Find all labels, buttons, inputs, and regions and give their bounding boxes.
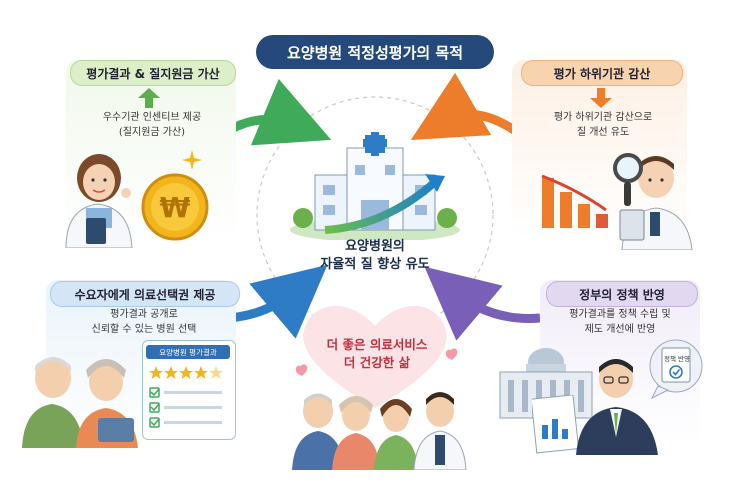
card-policy-header: 정부의 정책 반영	[546, 281, 698, 307]
card-reduction-line2: 질 개선 유도	[576, 127, 630, 138]
heart-icon	[295, 305, 458, 408]
heart-line2: 더 건강한 삶	[343, 355, 411, 370]
card-policy-line2: 제도 개선에 반영	[584, 324, 656, 335]
card-policy-line1: 평가결과를 정책 수립 및	[569, 309, 671, 320]
heart-message: 더 좋은 의료서비스 더 건강한 삶	[318, 336, 436, 372]
center-line2: 자율적 질 향상 유도	[320, 257, 430, 272]
sparkle-icon	[182, 150, 202, 170]
center-label: 요양병원의 자율적 질 향상 유도	[300, 238, 450, 274]
page-title: 요양병원 적정성평가의 목적	[256, 35, 494, 69]
government-building-icon	[499, 348, 593, 419]
doctor-woman-illustration	[65, 154, 133, 248]
star-rating-icon	[149, 366, 223, 379]
evaluation-panel-title: 요양병원 평가결과	[146, 345, 230, 359]
hospital-icon	[290, 132, 460, 240]
card-consumer-header: 수요자에게 의료선택권 제공	[50, 281, 240, 307]
official-man-illustration	[576, 359, 658, 455]
checkbox-icon	[149, 387, 222, 428]
speech-bubble	[649, 339, 703, 400]
won-coin-icon: ₩	[141, 173, 209, 241]
declining-bars-icon	[541, 174, 608, 228]
magnifier-icon	[613, 153, 643, 206]
family-illustration	[292, 392, 467, 470]
center-line1: 요양병원의	[345, 239, 405, 254]
card-incentive-header: 평가결과 & 질지원금 가산	[70, 60, 236, 86]
card-reduction-header: 평가 하위기관 감산	[521, 60, 683, 86]
up-arrow-icon	[138, 88, 160, 108]
card-consumer-line1: 평가결과 공개로	[110, 309, 178, 320]
heart-line1: 더 좋은 의료서비스	[326, 337, 428, 352]
doctor-man-illustration	[619, 156, 693, 250]
card-incentive-line2: (질지원금 가산)	[118, 127, 186, 138]
down-arrow-icon	[590, 88, 612, 108]
card-incentive-line1: 우수기관 인센티브 제공	[102, 112, 202, 123]
card-reduction-line1: 평가 하위기관 감산으로	[553, 112, 653, 123]
policy-bubble-label: 정책 반영	[664, 355, 690, 363]
elderly-couple-illustration	[22, 357, 138, 448]
svg-text:₩: ₩	[160, 191, 191, 224]
arrow-purple	[424, 266, 541, 341]
card-consumer-line2: 신뢰할 수 있는 병원 선택	[91, 324, 197, 335]
document-icon	[532, 395, 580, 454]
rating-checklist	[149, 366, 223, 428]
